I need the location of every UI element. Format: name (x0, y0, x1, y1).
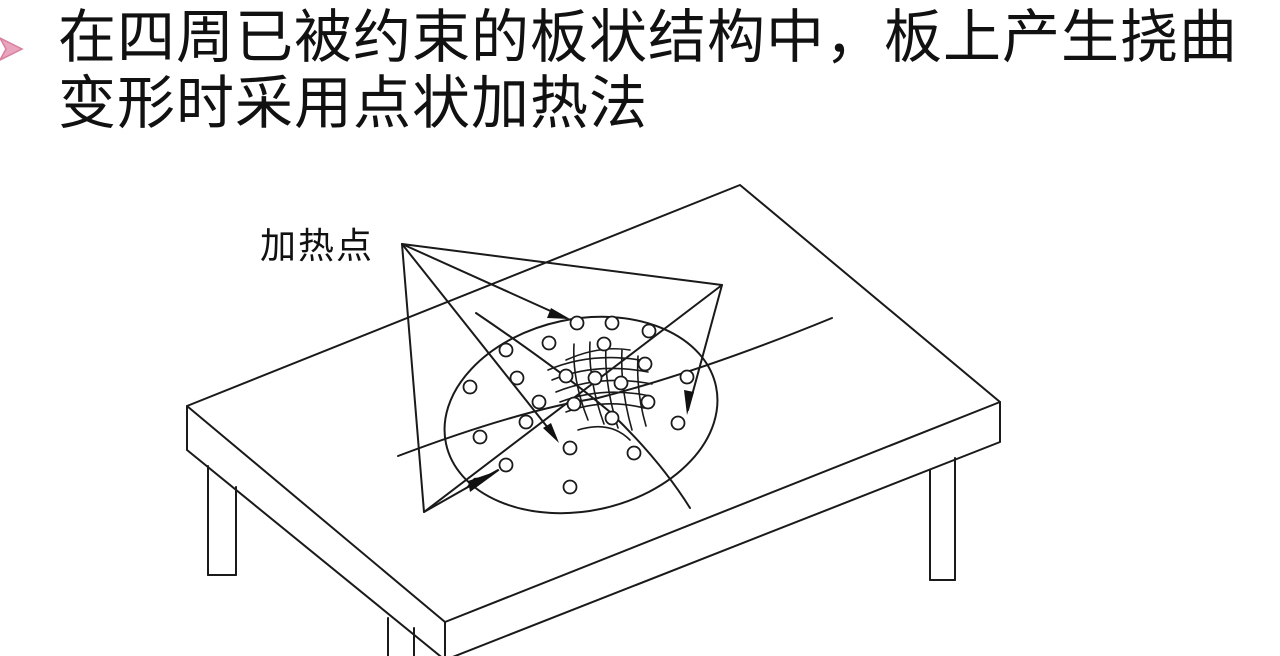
heating-spots (462, 315, 695, 495)
heated-zone (443, 315, 719, 515)
diamond-bullet-icon (0, 37, 24, 61)
slide-title: 在四周已被约束的板状结构中，板上产生挠曲变形时采用点状加热法 (58, 3, 1239, 137)
arrowheads (464, 308, 694, 492)
crease-line (397, 317, 833, 457)
table-right-edge (452, 401, 1001, 656)
table-front-edge (186, 405, 442, 656)
heating-point-label: 加热点 (260, 226, 374, 267)
